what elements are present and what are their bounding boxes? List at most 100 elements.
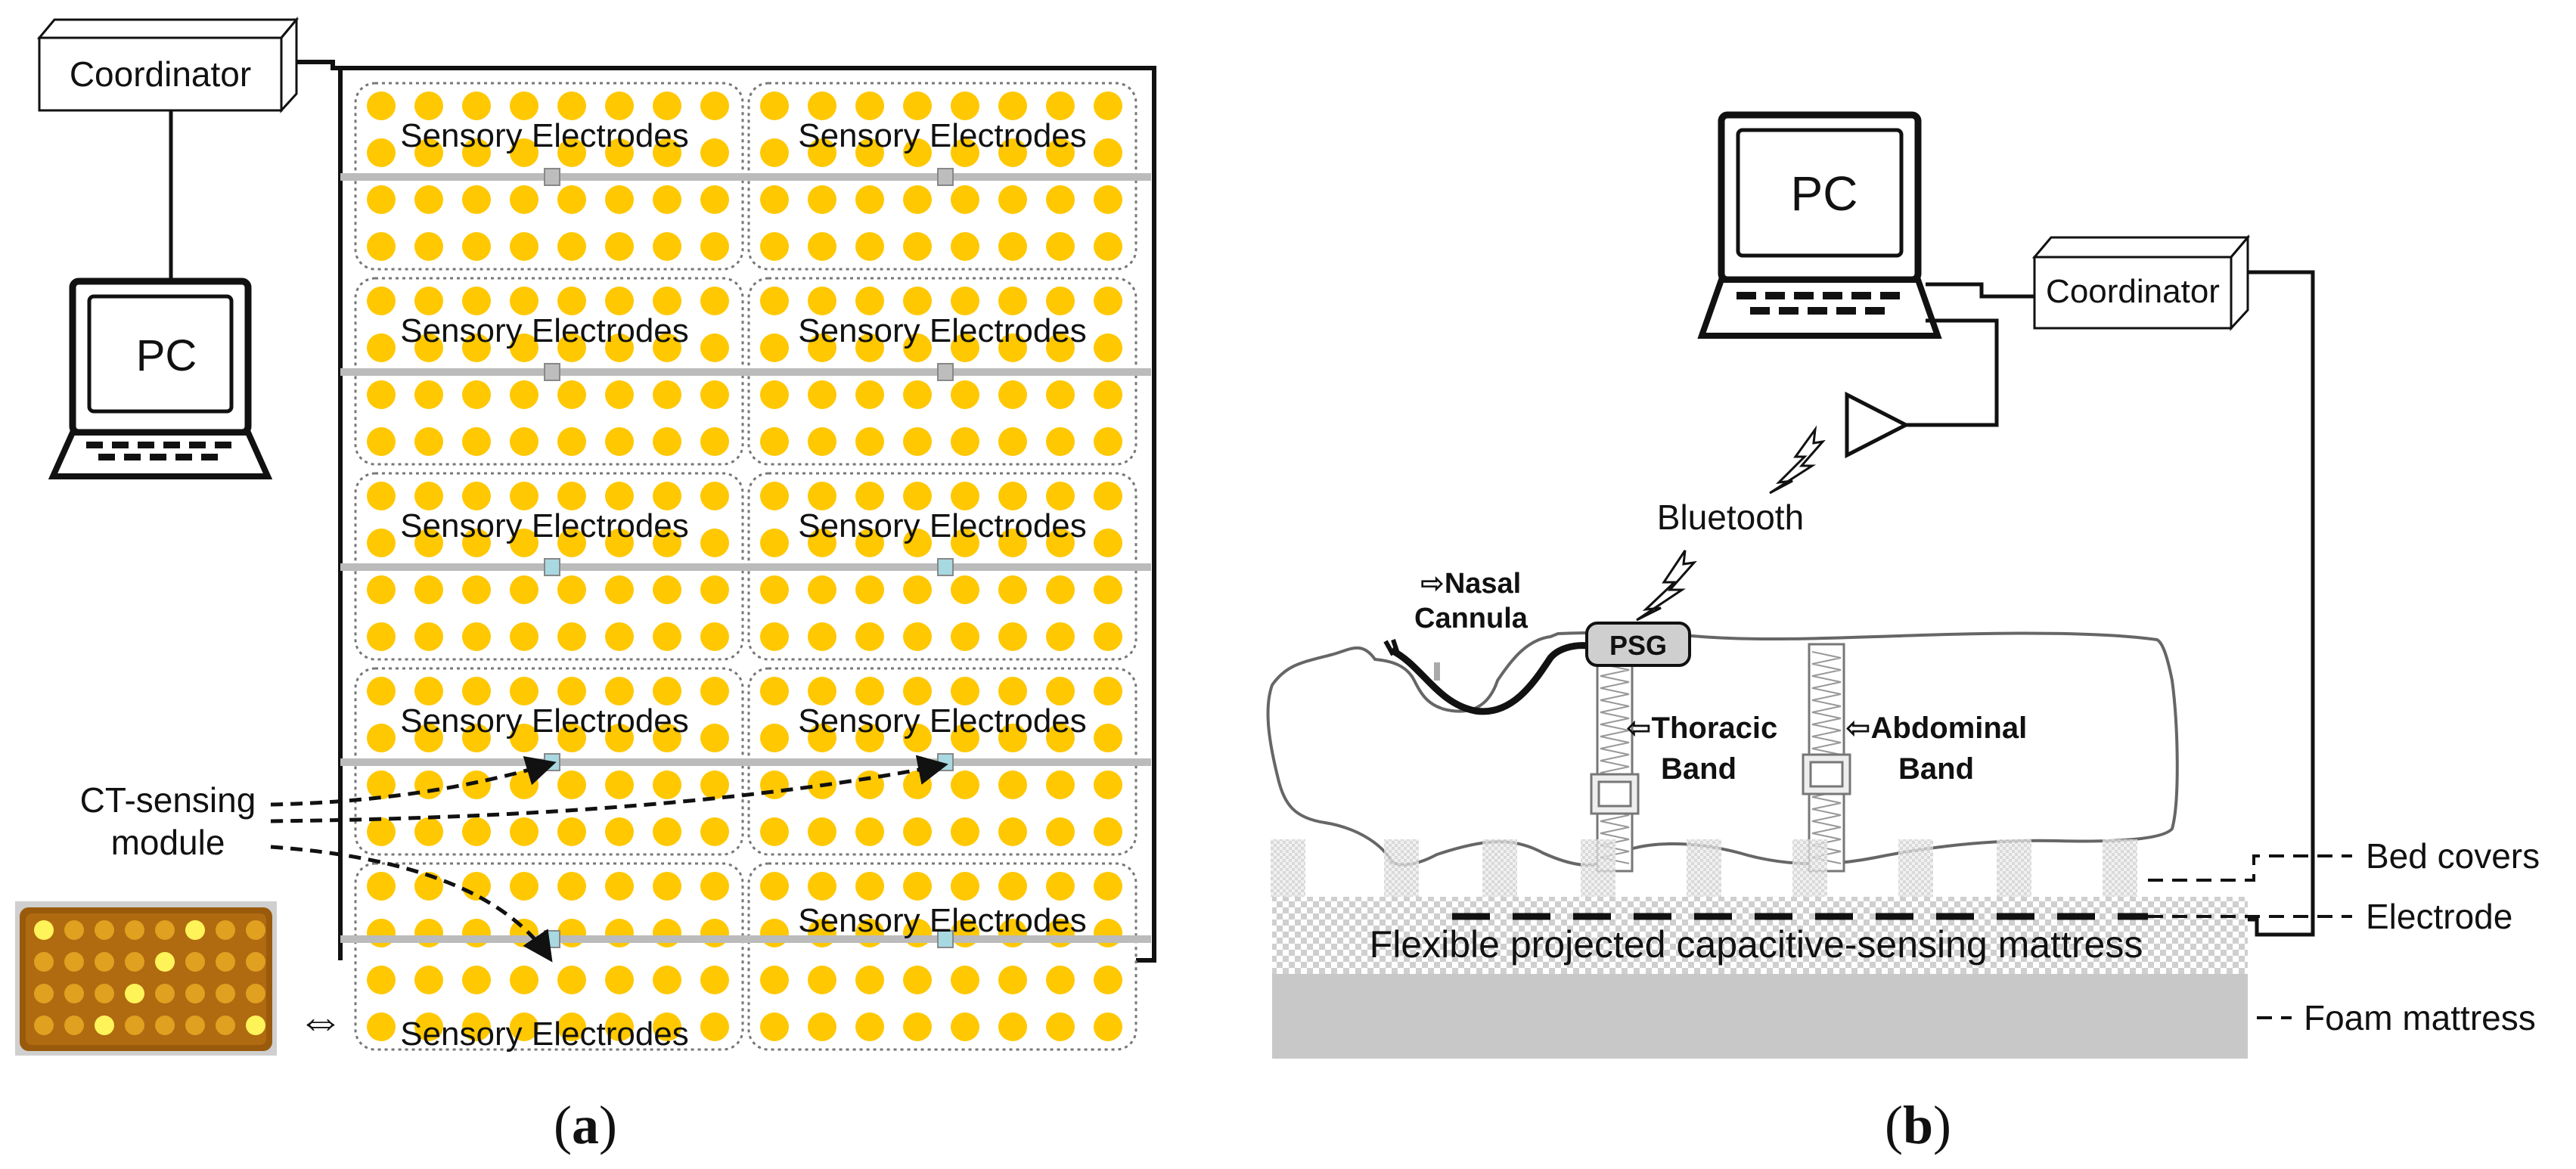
electrode-dot [700, 622, 729, 651]
electrode-dot [653, 872, 681, 901]
electrode-dot [653, 427, 681, 456]
lightning-bolt-icon-2 [1636, 550, 1697, 622]
electrode-dot [951, 380, 979, 409]
electrode-dot [903, 185, 932, 214]
sensory-module: Sensory Electrodes [340, 277, 758, 466]
electrode-dot [903, 427, 932, 456]
ct-sensing-chip [544, 753, 560, 771]
photo-electrode-dot [216, 1016, 235, 1035]
electrode-dot [510, 138, 538, 167]
nasal-cannula-tip [1383, 639, 1400, 656]
electrode-dot [653, 575, 681, 604]
electrode-dot [462, 724, 491, 752]
electrode-dot [653, 771, 681, 799]
cable-coordinator-grid-a [296, 60, 1156, 963]
electrode-dot [510, 232, 538, 261]
electrode-dot [760, 91, 789, 120]
electrode-dot [855, 575, 884, 604]
electrode-dot [760, 771, 789, 799]
photo-electrode-dot [216, 952, 235, 972]
electrode-dot [903, 677, 932, 705]
psg-device [1585, 622, 1691, 667]
electrode-dot [855, 138, 884, 167]
electrode-dot [605, 333, 634, 362]
electrode-dot [605, 919, 634, 947]
electrode-dot [903, 771, 932, 799]
electrode-dot [951, 138, 979, 167]
sensory-module: Sensory Electrodes [734, 277, 1151, 466]
electrode-dot [1046, 575, 1075, 604]
electrode-dot [367, 427, 396, 456]
bed-cover-pillar [1271, 839, 1305, 897]
electrode-dot [414, 232, 443, 261]
photo-electrode-dot [216, 920, 235, 940]
ct-sensing-label-line1: CT-sensing [80, 780, 256, 820]
electrode-dot [1046, 817, 1075, 846]
electrode-dot [998, 482, 1027, 510]
electrode-dot [653, 185, 681, 214]
electrode-dot [1046, 185, 1075, 214]
electrode-dot [760, 529, 789, 557]
electrode-dot [1094, 622, 1122, 651]
photo-electrode-dot [64, 1016, 84, 1035]
electrode-dot [760, 138, 789, 167]
photo-electrode-dot [125, 952, 144, 972]
electrode-dot [557, 380, 586, 409]
electrode-dot [808, 817, 836, 846]
electrode-dot [760, 817, 789, 846]
electrode-dot [1094, 966, 1122, 994]
electrode-dot [605, 185, 634, 214]
electrode-dot [760, 1012, 789, 1041]
electrode-dot [1094, 91, 1122, 120]
electrode-dot [903, 333, 932, 362]
electrode-dot [1094, 138, 1122, 167]
electrode-dot [1046, 966, 1075, 994]
electrode-dot [903, 817, 932, 846]
electrode-dot [700, 919, 729, 947]
electrode-dot [653, 966, 681, 994]
electrode-dot [855, 185, 884, 214]
electrode-dot [462, 575, 491, 604]
ct-sensing-label-line2: module [111, 823, 225, 862]
electrode-dot [1094, 427, 1122, 456]
photo-electrode-dot [125, 984, 144, 1003]
electrode-dot [700, 724, 729, 752]
electrode-dot [998, 724, 1027, 752]
electrode-dot [605, 529, 634, 557]
electrode-dot [760, 677, 789, 705]
electrode-dot [998, 817, 1027, 846]
bed-cover-pillar [1997, 839, 2031, 897]
electrode-dot [951, 232, 979, 261]
sensory-module: Sensory Electrodes [340, 472, 758, 661]
foam-mattress-label: Foam mattress [2304, 998, 2536, 1037]
ct-arrow-3 [270, 845, 553, 963]
electrode-dot [557, 872, 586, 901]
module-outline [747, 862, 1137, 1051]
electrode-dot [903, 1012, 932, 1041]
electrode-dot [855, 677, 884, 705]
electrode-dot [462, 287, 491, 315]
electrode-dot [998, 771, 1027, 799]
electrode-dot [1094, 380, 1122, 409]
electrode-dot [510, 575, 538, 604]
electrode-dot [557, 482, 586, 510]
electrode-dot [998, 287, 1027, 315]
bluetooth-label: Bluetooth [1657, 498, 1804, 537]
electrode-dot [510, 622, 538, 651]
sensory-module: Sensory Electrodes [734, 667, 1151, 856]
electrode-dot [700, 817, 729, 846]
electrode-dot [951, 1012, 979, 1041]
lightning-bolt-icon-1 [1769, 425, 1826, 495]
electrode-dot [998, 966, 1027, 994]
electrode-dot [1046, 872, 1075, 901]
photo-electrode-dot [185, 1016, 205, 1035]
electrode-label: Electrode [2366, 897, 2512, 936]
electrode-dot [510, 872, 538, 901]
electrode-dot [367, 232, 396, 261]
electrode-dot [700, 427, 729, 456]
electrode-dot [808, 185, 836, 214]
bluetooth-receiver-icon [1845, 391, 1910, 459]
photo-electrode-dot [246, 984, 265, 1003]
electrode-dot [760, 872, 789, 901]
electrode-dot [557, 919, 586, 947]
